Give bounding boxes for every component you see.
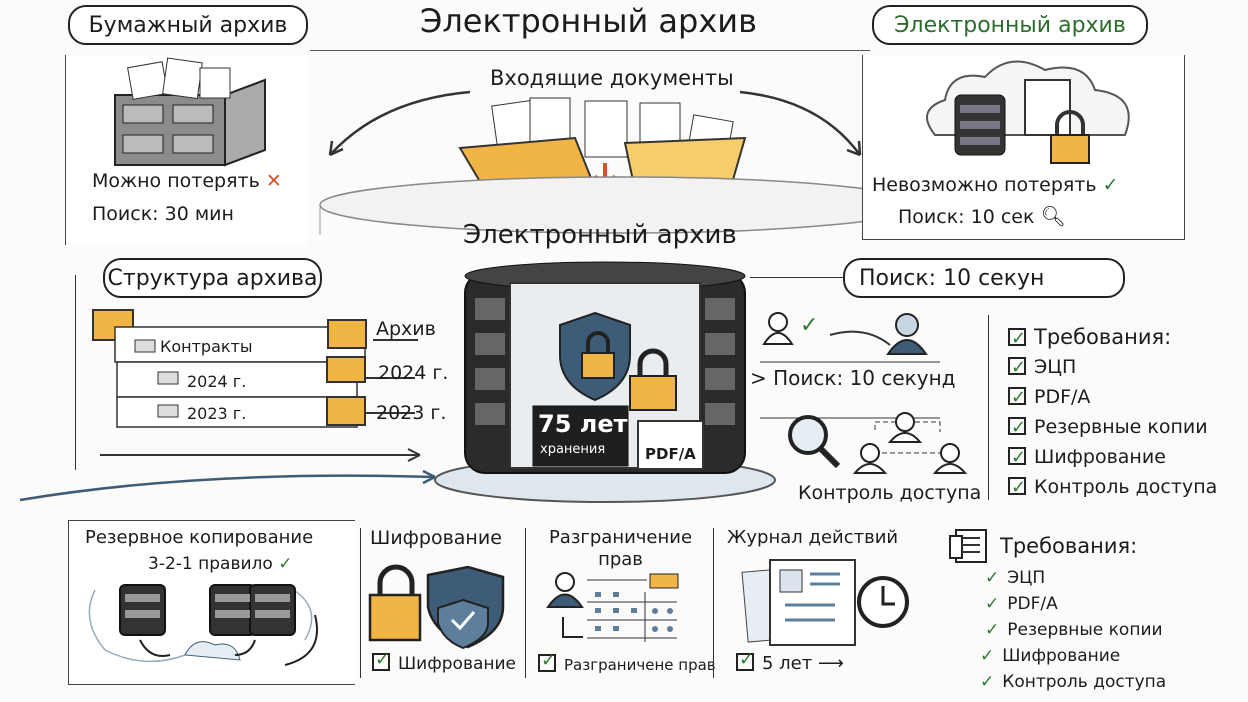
check-icon: ✓ [980, 672, 995, 692]
paper-search-time: Поиск: 30 мин [92, 203, 234, 225]
check-icon: ✓ [980, 646, 995, 666]
cloud-server-icon [926, 60, 1130, 164]
page-title: Электронный архив [420, 2, 757, 40]
tree-item[interactable]: 2023 г. [187, 404, 247, 423]
storage-caption: хранения [540, 442, 606, 457]
folder-label: 2023 г. [376, 402, 447, 424]
structure-tree [92, 309, 421, 462]
paper-risk: Можно потерять ✕ [92, 170, 282, 192]
access-control-label: Контроль доступа [798, 482, 982, 504]
divider [750, 277, 845, 278]
check-icon: ✓ [985, 568, 1000, 588]
tree-item[interactable]: Контракты [160, 337, 253, 356]
search-title: Поиск: 10 секун [843, 258, 1125, 298]
check-icon: ✓ [985, 620, 1000, 640]
backup-servers-icon [88, 584, 318, 666]
check-icon: ✓ [985, 594, 1000, 614]
lock-shield-icon [368, 564, 505, 650]
checkbox-icon [736, 649, 754, 671]
flow-arrow [19, 469, 436, 502]
sync-arrows [328, 90, 862, 157]
electronic-search-time: Поиск: 10 сек 🔍︎ [898, 204, 1066, 228]
checkbox-icon [1008, 443, 1026, 473]
rights-title: Разграничение прав [548, 527, 693, 570]
paper-archive-badge: Бумажный архив [68, 5, 308, 45]
journal-title: Журнал действий [727, 527, 899, 548]
encryption-check: Шифрование [372, 649, 516, 674]
divider [713, 528, 714, 678]
divider [360, 528, 361, 678]
structure-frame [75, 275, 76, 470]
arrow-right-icon: ⟶ [817, 653, 844, 674]
checkbox-icon [538, 650, 556, 672]
svg-text:✓: ✓ [800, 313, 818, 338]
requirements-list-bottom: ✓ЭЦП ✓PDF/A ✓Резервные копии ✓Шифрование… [980, 568, 1167, 692]
document-icon [949, 529, 987, 563]
requirements-bottom-title: Требования: [948, 528, 1137, 564]
checkbox-icon [1008, 473, 1026, 503]
cross-icon: ✕ [265, 170, 282, 192]
search-icon: 🔍︎ [1040, 204, 1066, 228]
backup-title: Резервное копирование [85, 527, 314, 548]
server-icon [434, 261, 776, 503]
journal-check: 5 лет ⟶ [736, 649, 844, 674]
checkbox-icon [372, 649, 390, 671]
search-result: > Поиск: 10 секунд [750, 366, 956, 390]
folder-label: Архив [376, 318, 436, 340]
requirements-list-right: Требования: ЭЦП PDF/A Резервные копии Ши… [1008, 322, 1217, 503]
checkbox-icon [1008, 353, 1026, 383]
storage-years: 75 лет [538, 410, 628, 438]
electronic-risk: Невозможно потерять ✓ [872, 174, 1119, 196]
access-flow-icon: ✓ [760, 312, 968, 474]
incoming-documents-label: Входящие документы [490, 66, 734, 90]
check-icon: ✓ [1102, 174, 1119, 196]
pdfa-badge: PDF/A [645, 445, 696, 463]
divider [525, 528, 526, 678]
checkbox-icon [1008, 413, 1026, 443]
structure-title: Структура архива [103, 258, 322, 298]
rights-check: Разграничене прав [538, 650, 716, 674]
tree-item[interactable]: 2024 г. [187, 372, 247, 391]
rights-table-icon [546, 572, 679, 642]
checkbox-icon [1008, 383, 1026, 413]
folder-label: 2024 г. [378, 362, 449, 384]
badge-label: Электронный архив [894, 12, 1126, 38]
badge-label: Бумажный архив [88, 12, 288, 38]
checkbox-icon [1008, 324, 1026, 354]
backup-rule: 3-2-1 правило ✓ [148, 554, 293, 574]
encryption-title: Шифрование [370, 527, 502, 549]
archive-label: Электронный архив [463, 220, 737, 250]
electronic-archive-badge: Электронный архив [872, 5, 1148, 45]
divider [988, 315, 989, 500]
check-icon: ✓ [278, 554, 293, 574]
divider [310, 50, 870, 51]
filing-cabinet-icon [114, 57, 266, 167]
journal-clock-icon [741, 559, 909, 646]
